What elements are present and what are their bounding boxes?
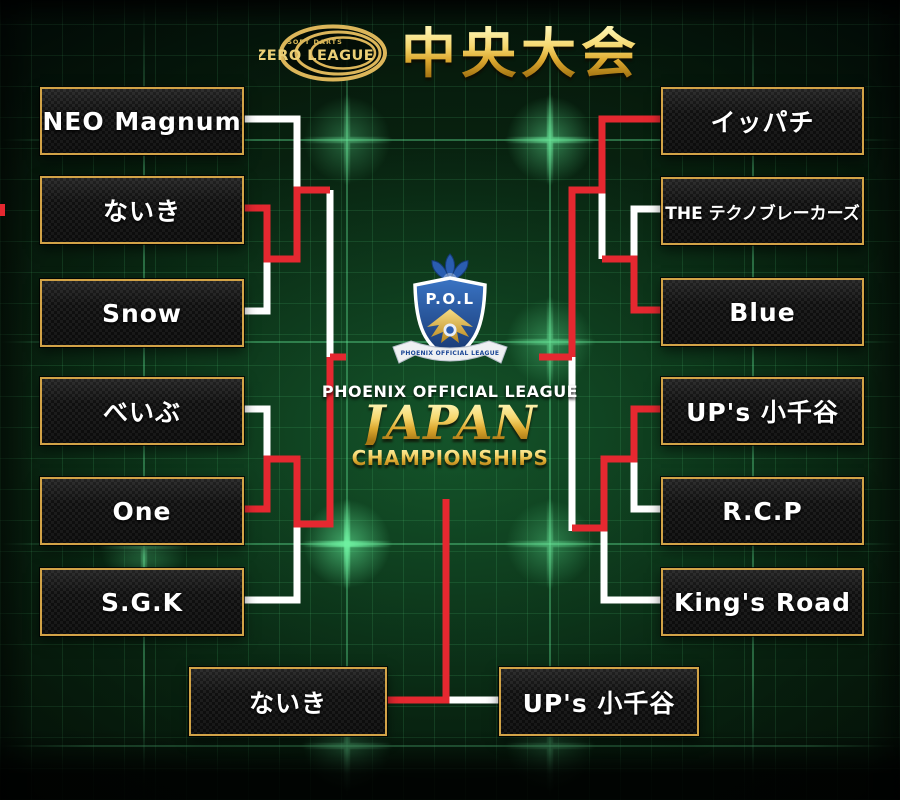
header: SOFT DARTS ZERO LEAGUE 中央大会 <box>0 24 900 82</box>
team-name: UP's 小千谷 <box>522 688 676 718</box>
badge-soft-darts-label: SOFT DARTS <box>287 38 343 46</box>
team-name: Snow <box>101 298 183 328</box>
team-box-ippachi: イッパチ <box>661 87 864 155</box>
badge-league-label: ZERO LEAGUE <box>259 48 374 64</box>
zero-league-badge: SOFT DARTS ZERO LEAGUE <box>259 24 387 82</box>
team-box-ups-ojiya: UP's 小千谷 <box>661 377 864 445</box>
pol-initials-label: P.O.L <box>425 290 474 308</box>
team-box-neo-magnum: NEO Magnum <box>40 87 244 155</box>
team-name: ないき <box>248 688 327 718</box>
team-box-beibu: べいぶ <box>40 377 244 445</box>
team-box-techno-breakers: THE テクノブレーカーズ <box>661 177 864 245</box>
team-name: Blue <box>729 297 796 327</box>
team-box-one: One <box>40 477 244 545</box>
ribbon-label: PHOENIX OFFICIAL LEAGUE <box>401 350 500 357</box>
team-name: ないき <box>102 197 181 226</box>
finalist-box-left: ないき <box>189 667 387 736</box>
team-box-sgk: S.G.K <box>40 568 244 636</box>
team-name: イッパチ <box>710 108 815 137</box>
team-box-kings-road: King's Road <box>661 568 864 636</box>
pol-championships-logo: P.O.L PHOENIX OFFICIAL LEAGUE PHOENIX OF… <box>322 252 578 471</box>
team-name: S.G.K <box>101 587 183 617</box>
pol-championships-subtitle: CHAMPIONSHIPS <box>351 446 549 471</box>
team-box-naiki: ないき <box>40 176 244 244</box>
finalist-box-right: UP's 小千谷 <box>499 667 699 736</box>
team-name: NEO Magnum <box>42 106 242 136</box>
team-name: King's Road <box>673 587 852 617</box>
team-name: べいぶ <box>102 398 181 427</box>
team-name: One <box>112 496 172 526</box>
team-name: R.C.P <box>722 496 803 526</box>
pol-shield-emblem: P.O.L PHOENIX OFFICIAL LEAGUE <box>392 253 508 364</box>
team-name: UP's 小千谷 <box>686 398 839 427</box>
page-title: 中央大会 <box>400 20 641 85</box>
team-name: THE テクノブレーカーズ <box>665 203 860 224</box>
edge-tick-left <box>0 204 5 216</box>
team-box-snow: Snow <box>40 279 244 347</box>
team-box-blue: Blue <box>661 278 864 346</box>
team-box-rcp: R.C.P <box>661 477 864 545</box>
pol-japan-title: JAPAN <box>362 396 538 451</box>
